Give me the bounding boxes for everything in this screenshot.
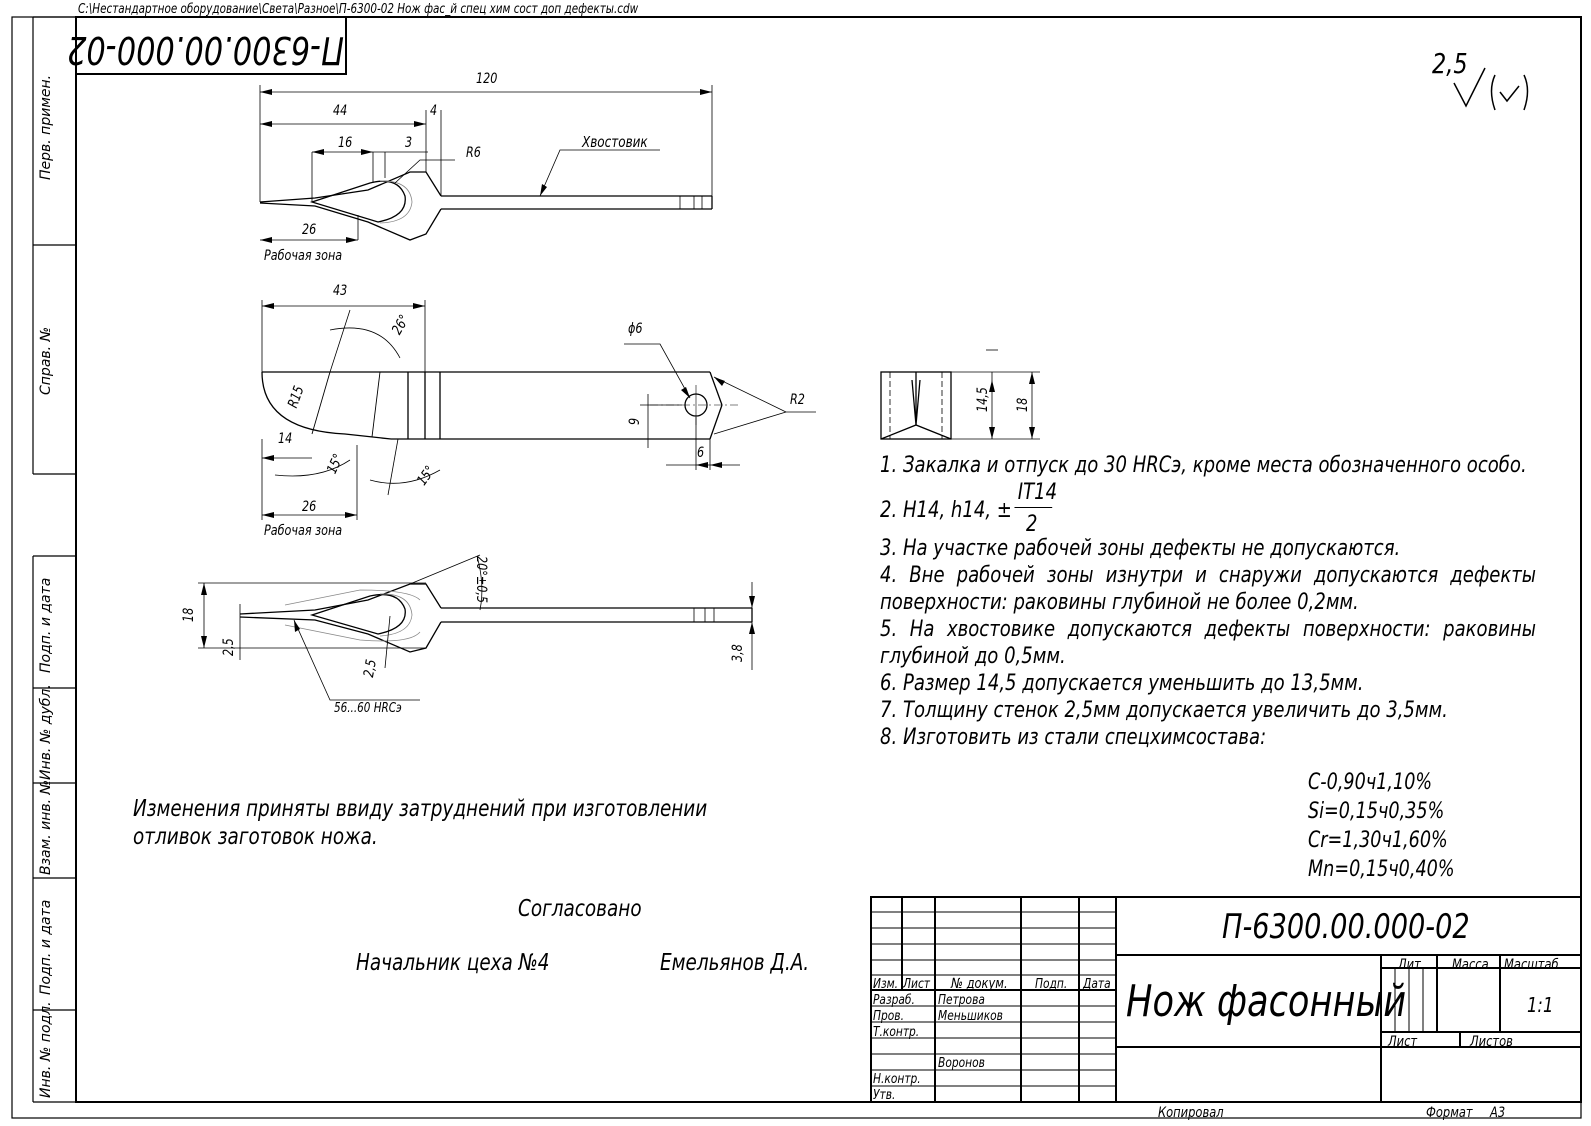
dim-2-5-b: 2,5 (361, 658, 380, 679)
view2-arrows (262, 303, 725, 518)
side-label-orig-inv: Инв. № подл. (38, 1001, 54, 1098)
note-7: 7. Толщину стенок 2,5мм допускается увел… (880, 698, 1448, 723)
copied-label: Копировал (1158, 1105, 1224, 1121)
title-part-name: Нож фасонный (1126, 976, 1407, 1027)
dim-18-section: 18 (1015, 397, 1031, 412)
inner-frame (75, 16, 1582, 1103)
dim-120: 120 (476, 71, 498, 87)
note-8: 8. Изготовить из стали спецхимсостава: (880, 725, 1267, 750)
work-zone-v2: Рабочая зона (264, 523, 343, 539)
side-label-first-use: Перв. примен. (38, 74, 54, 180)
dim-4: 4 (430, 103, 438, 119)
note-1: 1. Закалка и отпуск до 30 HRCэ, кроме ме… (880, 453, 1527, 478)
angle-20: 20°±0,5 (473, 556, 489, 604)
changes-note-line2: отливок заготовок ножа. (133, 824, 378, 850)
dim-9: 9 (627, 417, 643, 425)
lit-label: Лит. (1398, 957, 1425, 973)
side-label-sign-date-2: Подп. и дата (38, 899, 54, 995)
dim-2-5-a: 2,5 (221, 638, 237, 656)
name-developer: Петрова (938, 993, 985, 1008)
hdr-sign: Подп. (1035, 977, 1068, 992)
dim-43: 43 (333, 283, 348, 299)
dim-14: 14 (278, 431, 293, 447)
note-5: 5. На хвостовике допускаются дефекты пов… (880, 617, 1536, 669)
hole-phi6: ϕ6 (628, 321, 643, 337)
side-label-reference: Справ. № (38, 326, 54, 395)
tolerance-numerator: IT14 (1017, 480, 1058, 505)
technical-notes: 1. Закалка и отпуск до 30 HRCэ, кроме ме… (880, 452, 1536, 751)
dim-44: 44 (333, 103, 348, 119)
comp-cr: Cr=1,30ч1,60% (1308, 828, 1448, 853)
view2-geometry (261, 300, 816, 520)
sheet-label: Лист (1388, 1034, 1418, 1050)
side-label-repl-inv: Взам. инв. № (38, 779, 54, 875)
dim-18-v3: 18 (181, 607, 197, 622)
approval-title: Согласовано (518, 896, 642, 922)
role-approved: Утв. (873, 1088, 896, 1103)
role-checker: Пров. (873, 1009, 904, 1024)
dim-14-5: 14,5 (975, 387, 991, 412)
dim-26-v2: 26 (302, 499, 317, 515)
dim-26-v1: 26 (302, 222, 317, 238)
role-developer: Разраб. (873, 993, 915, 1008)
role-tech-control: Т.контр. (873, 1025, 920, 1040)
section-geometry (880, 349, 1040, 440)
scale-value: 1:1 (1527, 993, 1554, 1017)
note-2-text: 2. H14, h14, ± (880, 498, 1012, 523)
scale-label: Масштаб (1504, 957, 1559, 973)
dim-3-8: 3,8 (730, 644, 746, 662)
changes-note-line1: Изменения приняты ввиду затруднений при … (133, 796, 708, 822)
tolerance-bar (1014, 507, 1053, 508)
dim-6: 6 (697, 445, 705, 461)
format-label: Формат (1426, 1105, 1473, 1121)
approval-position: Начальник цеха №4 (356, 950, 550, 976)
name-checker: Меньшиков (938, 1009, 1003, 1024)
roughness-symbol (1453, 67, 1529, 111)
role-norm-control: Н.контр. (873, 1072, 921, 1087)
view1-arrows (260, 89, 712, 243)
radius-r2: R2 (790, 392, 805, 408)
work-zone-v1: Рабочая зона (264, 248, 343, 264)
sheets-label: Листов (1470, 1034, 1513, 1050)
hdr-change: Изм. (873, 977, 899, 992)
mass-label: Масса (1452, 957, 1489, 973)
comp-c: C-0,90ч1,10% (1308, 770, 1433, 795)
side-label-sign-date-1: Подп. и дата (38, 577, 54, 673)
note-4: 4. Вне рабочей зоны изнутри и снаружи до… (880, 563, 1536, 615)
note-2: 2. H14, h14, ± IT14 2 (880, 480, 1536, 537)
stamp-code-rotated: П-6300.00.000-02 (67, 28, 345, 72)
view3-geometry (198, 554, 753, 701)
hdr-date: Дата (1083, 977, 1111, 992)
format-value: А3 (1490, 1105, 1506, 1121)
hardness-label: 56...60 HRCэ (334, 701, 402, 716)
dim-3: 3 (405, 135, 413, 151)
view1-geometry (259, 85, 713, 241)
comp-si: Si=0,15ч0,35% (1308, 799, 1445, 824)
roughness-value: 2,5 (1432, 47, 1468, 80)
file-path: C:\Нестандартное оборудование\Света\Разн… (78, 2, 639, 17)
comp-mn: Mn=0,15ч0,40% (1308, 857, 1455, 882)
note-3: 3. На участке рабочей зоны дефекты не до… (880, 536, 1401, 561)
hdr-doc-no: № докум. (951, 976, 1008, 992)
name-extra: Воронов (938, 1056, 985, 1071)
title-designation: П-6300.00.000-02 (1222, 907, 1470, 947)
approval-name: Емельянов Д.А. (660, 950, 810, 976)
side-label-dup-inv: Инв. № дубл. (38, 684, 54, 780)
title-block-lines (870, 896, 1582, 1103)
radius-r6: R6 (466, 145, 481, 161)
title-block-thin (871, 911, 1424, 1087)
tolerance-denominator: 2 (1025, 512, 1038, 537)
dim-16: 16 (338, 135, 353, 151)
tail-label: Хвостовик (582, 133, 648, 151)
note-6: 6. Размер 14,5 допускается уменьшить до … (880, 671, 1364, 696)
hdr-sheet: Лист (903, 977, 931, 992)
